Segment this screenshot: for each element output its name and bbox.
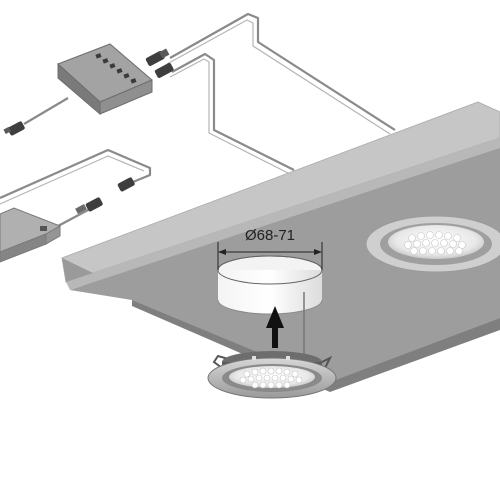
spring-clip-left xyxy=(212,354,233,369)
connector-plug-driver xyxy=(75,197,103,214)
installed-led-array xyxy=(404,231,466,255)
dimension-marker: Ø68-71 xyxy=(217,227,323,270)
connector-plug-left xyxy=(3,121,25,136)
distributor-sockets xyxy=(95,53,137,84)
cable-box-left xyxy=(23,97,69,125)
cable-driver-up-inner xyxy=(0,155,145,205)
connector-plug-top xyxy=(145,48,170,66)
downlight-fixture xyxy=(207,351,337,399)
power-driver xyxy=(0,207,62,263)
cable-mid-right-inner xyxy=(169,58,291,175)
distributor-box xyxy=(57,43,153,116)
driver-socket xyxy=(40,226,47,231)
cable-top-right xyxy=(169,12,396,131)
fixture-led-array xyxy=(239,367,303,389)
cable-mid-right xyxy=(171,52,295,171)
cable-driver-up xyxy=(0,148,152,200)
insertion-arrow xyxy=(266,306,284,348)
cable-top-right-inner xyxy=(166,19,391,135)
connector-plug-right xyxy=(117,177,135,192)
connector-plug xyxy=(3,48,174,214)
installed-downlight xyxy=(365,215,500,273)
connector-plug-mid xyxy=(154,62,174,78)
cable-driver-plug xyxy=(57,209,89,227)
dimension-label: Ø68-71 xyxy=(245,227,295,244)
cables xyxy=(0,12,396,227)
mounting-hole xyxy=(217,255,323,315)
